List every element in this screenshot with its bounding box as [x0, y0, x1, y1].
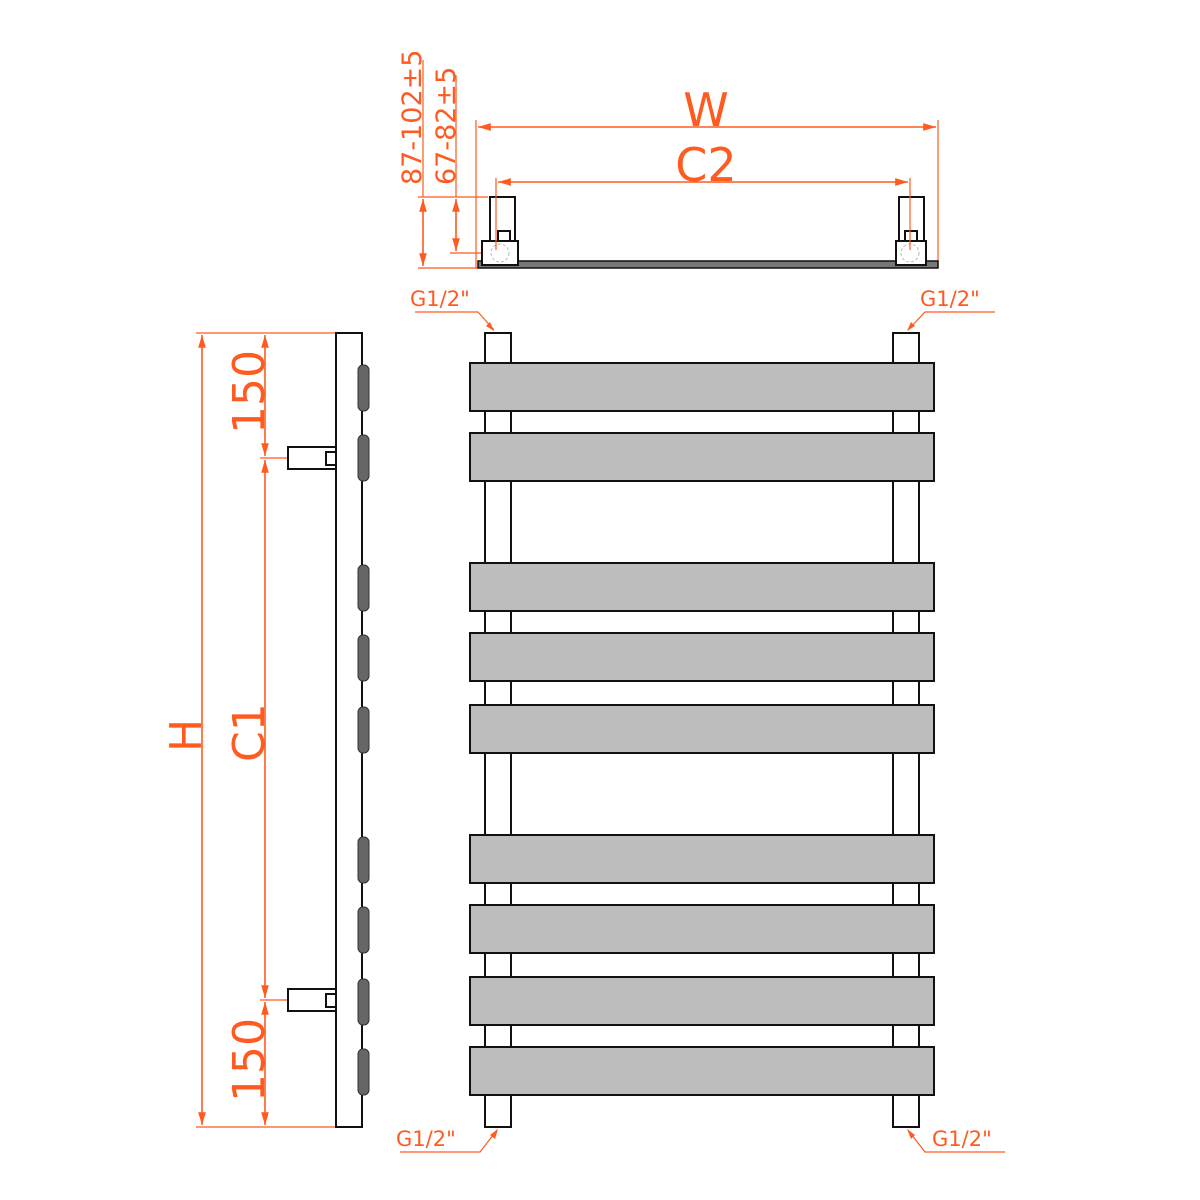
side-bar-profile [357, 706, 370, 754]
towel-bar [469, 976, 935, 1026]
side-bar-profile [357, 906, 370, 954]
depth-outer-label: 87-102±5 [397, 50, 428, 185]
top-bar [477, 260, 939, 269]
towel-bar [469, 362, 935, 412]
svg-text:G1/2": G1/2" [410, 287, 470, 311]
towel-bar [469, 904, 935, 954]
towel-bar [469, 1046, 935, 1096]
c1-label: C1 [224, 703, 275, 762]
side-bar-profile [357, 364, 370, 412]
top-view: W C2 87-102±5 67-82±5 [397, 50, 939, 269]
depth-inner-label: 67-82±5 [431, 67, 462, 185]
left-bracket [481, 178, 519, 266]
connection-top-right: G1/2" [907, 287, 995, 331]
towel-bar [469, 562, 935, 612]
connection-bottom-right: G1/2" [907, 1127, 1005, 1153]
towel-bar [469, 704, 935, 754]
bottom-offset-label: 150 [224, 1018, 275, 1102]
side-bar-profile [357, 836, 370, 884]
side-bar-profile [357, 634, 370, 682]
connection-bottom-left: G1/2" [396, 1127, 498, 1153]
side-bar-profile [357, 978, 370, 1026]
width-label: W [683, 83, 728, 137]
towel-bar [469, 834, 935, 884]
side-bar-profile [357, 564, 370, 612]
towel-bar [469, 632, 935, 682]
towel-bar [469, 432, 935, 482]
connection-top-left: G1/2" [410, 287, 495, 331]
side-bar-profile [357, 1048, 370, 1096]
height-label: H [161, 719, 212, 752]
front-view: G1/2" G1/2" G1/2" G1/2" [396, 287, 1005, 1153]
svg-text:G1/2": G1/2" [396, 1127, 456, 1151]
side-bar-profile [357, 434, 370, 482]
right-bracket [895, 178, 927, 266]
side-view: H 150 C1 150 [161, 332, 370, 1128]
svg-text:G1/2": G1/2" [932, 1127, 992, 1151]
top-offset-label: 150 [224, 350, 275, 434]
c2-label: C2 [675, 138, 736, 192]
svg-text:G1/2": G1/2" [920, 287, 980, 311]
